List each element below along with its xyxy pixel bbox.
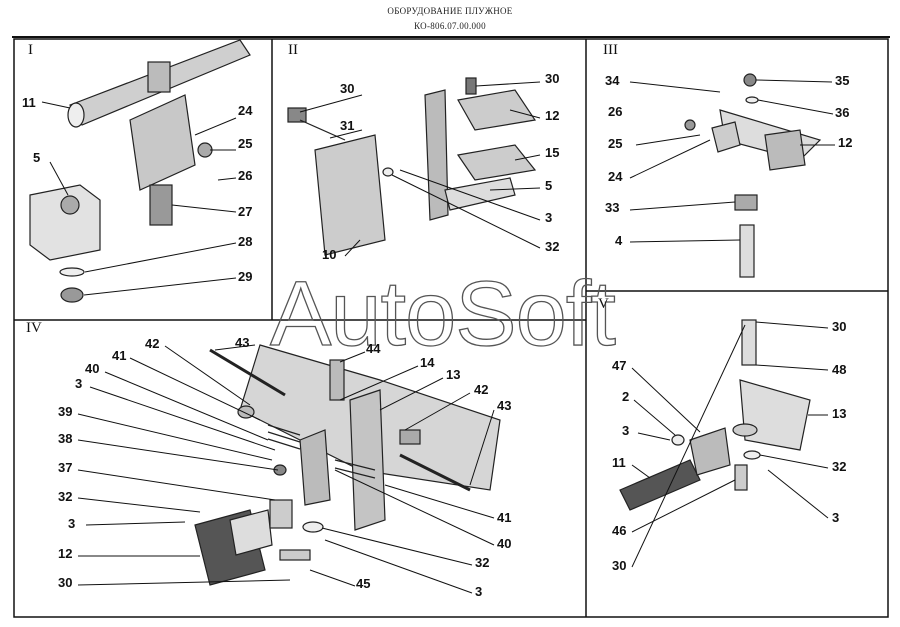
callout: 46	[612, 523, 627, 538]
callout: 10	[322, 247, 337, 262]
callout: 34	[605, 73, 620, 88]
callout: 5	[33, 150, 41, 165]
leader-lines	[41, 79, 835, 594]
callout: 38	[58, 431, 73, 446]
callout: 24	[608, 169, 623, 184]
callout: 41	[112, 348, 127, 363]
panel-5-parts	[619, 319, 811, 511]
callout: 32	[475, 555, 490, 570]
panel-frames	[12, 36, 890, 618]
callout: 32	[545, 239, 560, 254]
panel-3-parts	[684, 73, 822, 278]
callout: 12	[545, 108, 560, 123]
callout: 31	[340, 118, 355, 133]
callout: 37	[58, 460, 73, 475]
callout: 42	[145, 336, 160, 351]
callout: 3	[545, 210, 553, 225]
callout: 3	[475, 584, 483, 599]
panel-2-label: II	[288, 42, 298, 58]
panel-4-label: IV	[26, 320, 42, 336]
callout: 30	[612, 558, 627, 573]
callout: 13	[446, 367, 461, 382]
callout: 4	[615, 233, 623, 248]
callout: 32	[58, 489, 73, 504]
panel-5-label: V	[598, 296, 609, 312]
callout: 33	[605, 200, 620, 215]
callout: 15	[545, 145, 560, 160]
callout: 11	[612, 455, 626, 470]
callout: 32	[832, 459, 847, 474]
callout: 47	[612, 358, 627, 373]
callout: 35	[835, 73, 850, 88]
callout: 45	[356, 576, 371, 591]
callout: 13	[832, 406, 847, 421]
callout: 25	[608, 136, 623, 151]
callout: 36	[835, 105, 850, 120]
panel-1-parts	[29, 39, 251, 303]
callout: 30	[832, 319, 847, 334]
panel-1-label: I	[28, 42, 33, 58]
callout: 40	[497, 536, 512, 551]
callout: 25	[238, 136, 253, 151]
callout: 44	[366, 341, 381, 356]
panel-2-parts	[287, 77, 537, 256]
callout: 26	[608, 104, 623, 119]
panel-3-label: III	[603, 42, 618, 58]
callout: 42	[474, 382, 489, 397]
callout: 39	[58, 404, 73, 419]
watermark: AutoSoft	[269, 262, 616, 365]
callout: 12	[58, 546, 73, 561]
callout: 43	[497, 398, 512, 413]
callout: 26	[238, 168, 253, 183]
callout: 5	[545, 178, 553, 193]
callout: 3	[832, 510, 840, 525]
callout: 3	[75, 376, 83, 391]
callout: 48	[832, 362, 847, 377]
callout: 14	[420, 355, 435, 370]
callout: 24	[238, 103, 253, 118]
callout: 43	[235, 335, 250, 350]
callout: 28	[238, 234, 253, 249]
assembly-code: КО-806.07.00.000	[414, 21, 486, 31]
callout: 30	[58, 575, 73, 590]
callout: 2	[622, 389, 630, 404]
callout: 3	[622, 423, 630, 438]
callout: 11	[22, 95, 36, 110]
callout: 12	[838, 135, 853, 150]
panel-4-parts	[194, 344, 501, 586]
callout: 27	[238, 204, 253, 219]
callout: 41	[497, 510, 512, 525]
callout: 40	[85, 361, 100, 376]
callout: 29	[238, 269, 253, 284]
callout: 30	[545, 71, 560, 86]
diagram-title: ОБОРУДОВАНИЕ ПЛУЖНОЕ	[387, 6, 513, 16]
callout: 3	[68, 516, 76, 531]
callout: 30	[340, 81, 355, 96]
